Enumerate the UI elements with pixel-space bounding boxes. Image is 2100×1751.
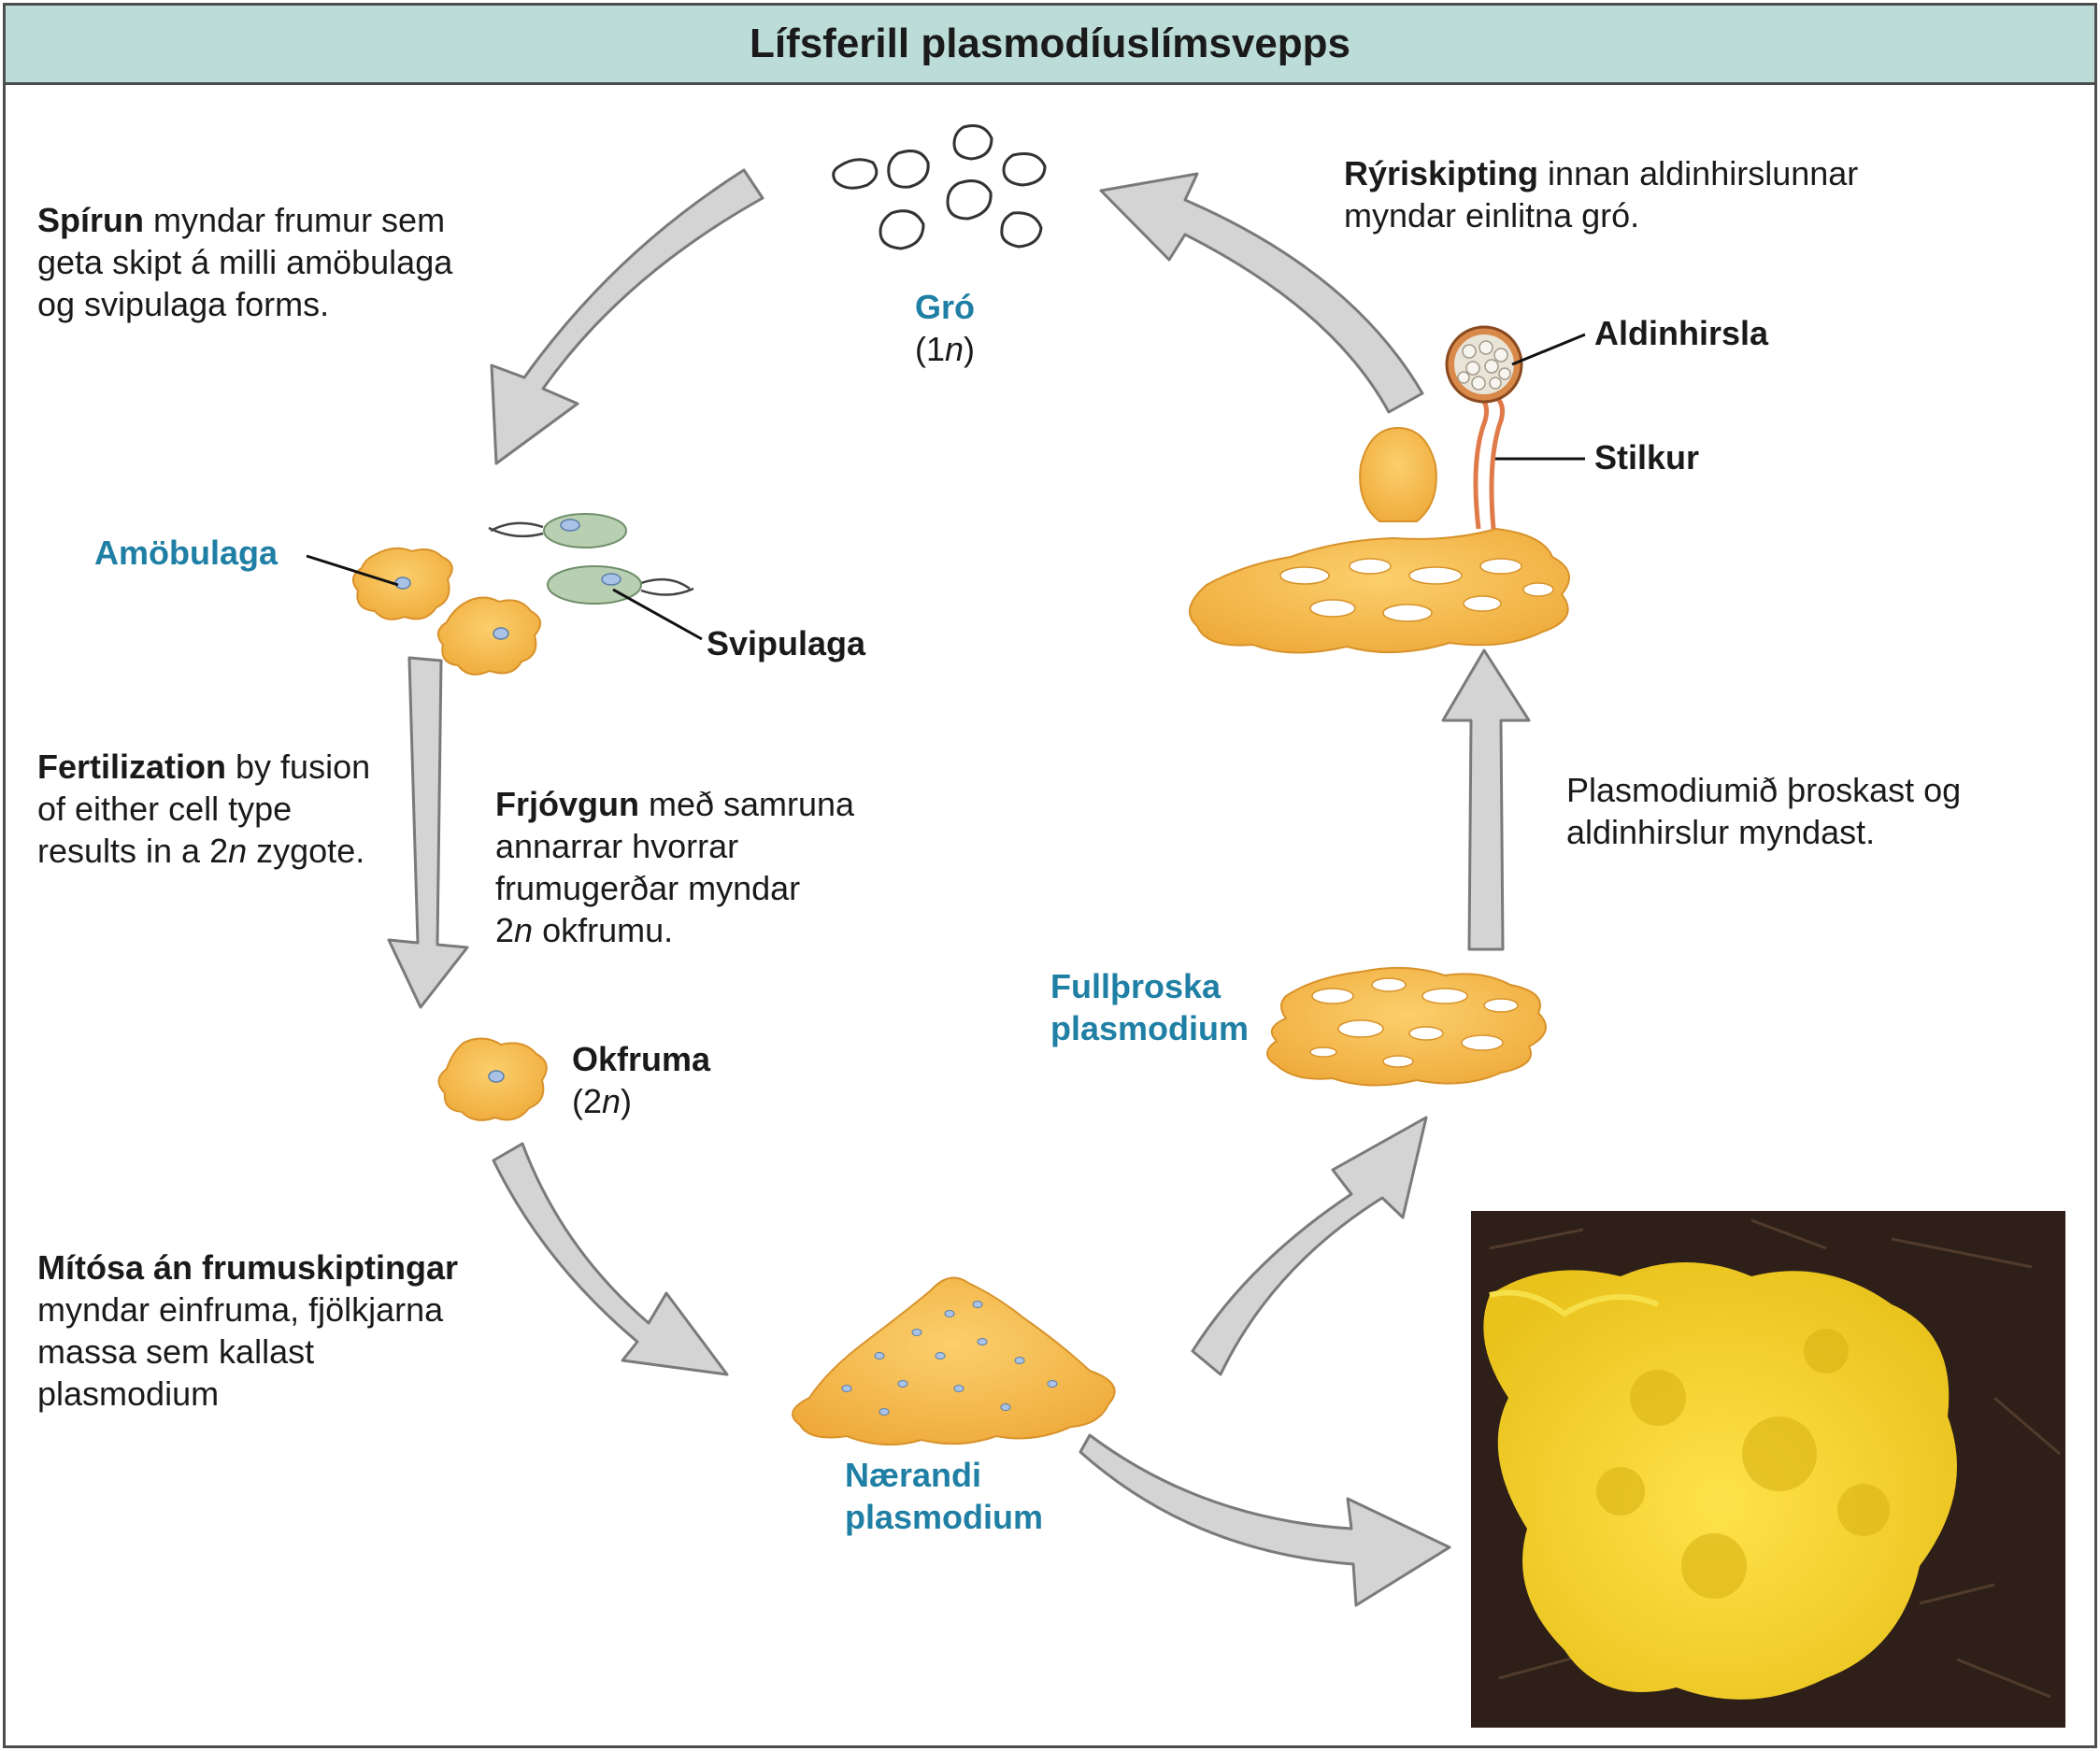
arrow-spores-to-cells <box>490 168 764 465</box>
label-naerandi-plasmodium: Nærandi plasmodium <box>845 1456 1044 1536</box>
arrow-cells-to-zygote <box>387 656 469 1009</box>
leader-svipulaga <box>612 588 703 641</box>
stalk <box>1473 396 1505 530</box>
arrow-mature-to-sporangia <box>1441 648 1531 951</box>
label-amobulaga: Amöbulaga <box>94 534 279 572</box>
caption-frjovgun: Frjóvgun með samruna annarrar hvorrar fr… <box>495 785 855 949</box>
feeding-plasmodium <box>792 1276 1116 1446</box>
spores-cluster <box>832 124 1047 250</box>
zygote-cell <box>437 1037 548 1121</box>
caption-ryriskipting: Rýriskipting innan aldinhirslunnar mynda… <box>1344 154 1859 235</box>
amoeboid-cell-1 <box>351 547 453 620</box>
sporangium-head <box>1445 325 1523 404</box>
sporangia-stage <box>1189 325 1570 654</box>
leader-aldinhirsla <box>1511 333 1586 366</box>
slime-mold-photo <box>1471 1211 2065 1728</box>
label-stilkur: Stilkur <box>1594 438 1700 477</box>
flagellated-cell-1 <box>488 513 627 548</box>
amoeboid-cell-2 <box>436 596 541 676</box>
caption-fertilization: Fertilization by fusion of either cell t… <box>37 747 371 870</box>
leader-amobulaga <box>306 554 399 587</box>
arrow-sporangia-to-spores <box>1099 172 1424 414</box>
label-gro: Gró (1n) <box>914 288 976 368</box>
mature-plasmodium <box>1266 966 1547 1087</box>
life-cycle-artwork <box>306 124 1586 1607</box>
page-title: Lífsferill plasmodíuslímsvepps <box>749 21 1351 66</box>
flagellated-cell-2 <box>547 565 694 605</box>
label-fullthroska-plasmodium: Fullþroska plasmodium <box>1050 967 1250 1047</box>
diagram-frame: Lífsferill plasmodíuslímsvepps <box>3 3 2097 1748</box>
caption-plasmodium-matures: Plasmodiumið þroskast og aldinhirslur my… <box>1566 771 1962 851</box>
title-bar: Lífsferill plasmodíuslímsvepps <box>6 6 2094 85</box>
young-sporangium <box>1359 426 1437 522</box>
arrow-feeding-to-photo <box>1079 1433 1451 1607</box>
arrow-feeding-to-mature <box>1191 1116 1428 1376</box>
caption-spirun: Spírun myndar frumur sem geta skipt á mi… <box>37 201 453 323</box>
arrow-zygote-to-plasmodium <box>492 1142 729 1376</box>
caption-mitosa: Mítósa án frumuskiptingar myndar einfrum… <box>37 1248 459 1413</box>
label-svipulaga: Svipulaga <box>707 624 866 662</box>
label-aldinhirsla: Aldinhirsla <box>1594 314 1769 352</box>
label-okfruma: Okfruma (2n) <box>572 1040 711 1120</box>
